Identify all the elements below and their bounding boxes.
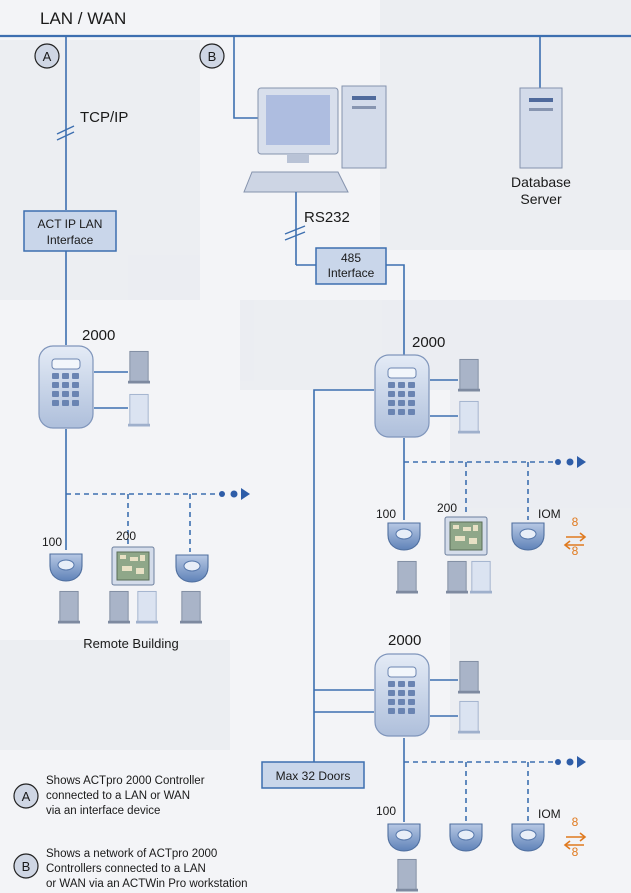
door-a1-icon [128, 350, 150, 384]
max-doors-label: Max 32 Doors [276, 769, 351, 783]
controller-b1-label: 2000 [412, 334, 445, 351]
act-ip-lan-label-1: ACT IP LAN [38, 217, 103, 231]
interface-485 [315, 247, 387, 285]
door-a2-icon [128, 393, 150, 427]
network-title: LAN / WAN [40, 9, 126, 28]
marker-b: B [199, 43, 225, 69]
marker-a-label: A [43, 49, 52, 64]
legend-b: B Shows a network of ACTpro 2000 Control… [13, 848, 248, 890]
door-b3-icon [396, 560, 418, 594]
door-b8-icon [396, 858, 418, 892]
reader-b2-100-icon [387, 823, 421, 852]
door-b1-icon [458, 358, 480, 392]
panel-b1-200-icon [444, 516, 488, 556]
door-b2-icon [458, 400, 480, 434]
door-a4-icon [108, 590, 130, 624]
reader-a-100-icon [49, 553, 83, 582]
legend-a: A Shows ACTpro 2000 Controller connected… [13, 775, 205, 817]
iom-b1-count-bottom: 8 [572, 544, 579, 558]
controller-a-label: 2000 [82, 327, 115, 344]
rs232-label: RS232 [304, 209, 350, 226]
database-server-icon [519, 87, 563, 169]
door-a5-icon [136, 590, 158, 624]
iom-b1-count-top: 8 [572, 515, 579, 529]
legend-b-line1: Shows a network of ACTpro 2000 [46, 848, 217, 860]
legend-a-line1: Shows ACTpro 2000 Controller [46, 775, 205, 787]
door-b4-icon [446, 560, 468, 594]
controller-b1-icon [374, 354, 430, 438]
workstation-tower-icon [341, 85, 387, 169]
continue-arrow-b1-icon [555, 456, 586, 468]
tcpip-label: TCP/IP [80, 109, 128, 126]
door-b6-icon [458, 660, 480, 694]
act-ip-lan-interface [23, 210, 117, 252]
remote-building-label: Remote Building [83, 636, 178, 651]
iom-b1-label: IOM [538, 507, 561, 521]
continue-arrow-b2-icon [555, 756, 586, 768]
background-texture [0, 0, 631, 750]
reader-a-3-icon [175, 554, 209, 583]
panel-a-200-label: 200 [116, 529, 136, 543]
marker-b-label: B [208, 49, 217, 64]
door-a3-icon [58, 590, 80, 624]
tcpip-break-icon [56, 125, 75, 141]
reader-a-100-label: 100 [42, 535, 62, 549]
iom-b2-count-top: 8 [572, 815, 579, 829]
workstation-monitor-icon [257, 87, 339, 163]
legend-b-marker: B [22, 859, 31, 874]
keyboard-icon [243, 171, 349, 193]
door-a6-icon [180, 590, 202, 624]
wire-b-workstation [233, 36, 258, 119]
controller-a-icon [38, 345, 94, 429]
panel-a-200-icon [111, 546, 155, 586]
controller-b2-label: 2000 [388, 632, 421, 649]
rs232-break-icon [284, 225, 306, 241]
reader-b1-100-icon [387, 522, 421, 551]
db-server-label-1: Database [511, 174, 571, 190]
legend-a-marker: A [22, 789, 31, 804]
iom-b1-icon [511, 522, 545, 551]
door-b7-icon [458, 700, 480, 734]
marker-a: A [34, 43, 60, 69]
panel-b1-200-label: 200 [437, 501, 457, 515]
interface-485-label-2: Interface [328, 266, 375, 280]
reader-b1-100-label: 100 [376, 507, 396, 521]
iom-b2-label: IOM [538, 807, 561, 821]
wire-485-bus [386, 264, 405, 358]
interface-485-label-1: 485 [341, 251, 361, 265]
legend-a-line2: connected to a LAN or WAN [46, 790, 190, 802]
controller-b2-icon [374, 653, 430, 737]
iom-b2-count-bottom: 8 [572, 845, 579, 859]
legend-a-line3: via an interface device [46, 805, 160, 817]
continue-arrow-a-icon [219, 488, 250, 500]
legend-b-line2: Controllers connected to a LAN [46, 863, 206, 875]
wire-b-trunk [313, 389, 374, 770]
door-b5-icon [470, 560, 492, 594]
iom-b2-icon [511, 823, 545, 852]
max-doors-box [261, 761, 365, 789]
db-server-label-2: Server [520, 191, 562, 207]
reader-b2-100-label: 100 [376, 804, 396, 818]
reader-b2-2-icon [449, 823, 483, 852]
legend-b-line3: or WAN via an ACTWin Pro workstation [46, 878, 248, 890]
act-ip-lan-label-2: Interface [47, 233, 94, 247]
